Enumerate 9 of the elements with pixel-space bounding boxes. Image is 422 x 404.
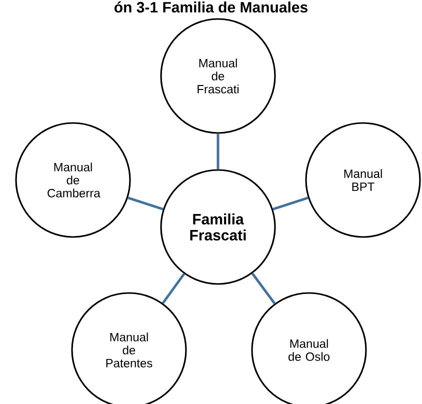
circle-node: Manual BPT (305, 122, 421, 238)
connector-line (251, 272, 276, 304)
connector-line (128, 196, 164, 210)
circle-node: Manual de Camberra (15, 122, 131, 238)
connector-line (216, 134, 220, 170)
connector-line (272, 196, 308, 210)
connector-line (162, 273, 186, 304)
circle-node: Manual de Frascati (160, 18, 276, 134)
title: ón 3-1 Familia de Manuales (114, 1, 308, 13)
